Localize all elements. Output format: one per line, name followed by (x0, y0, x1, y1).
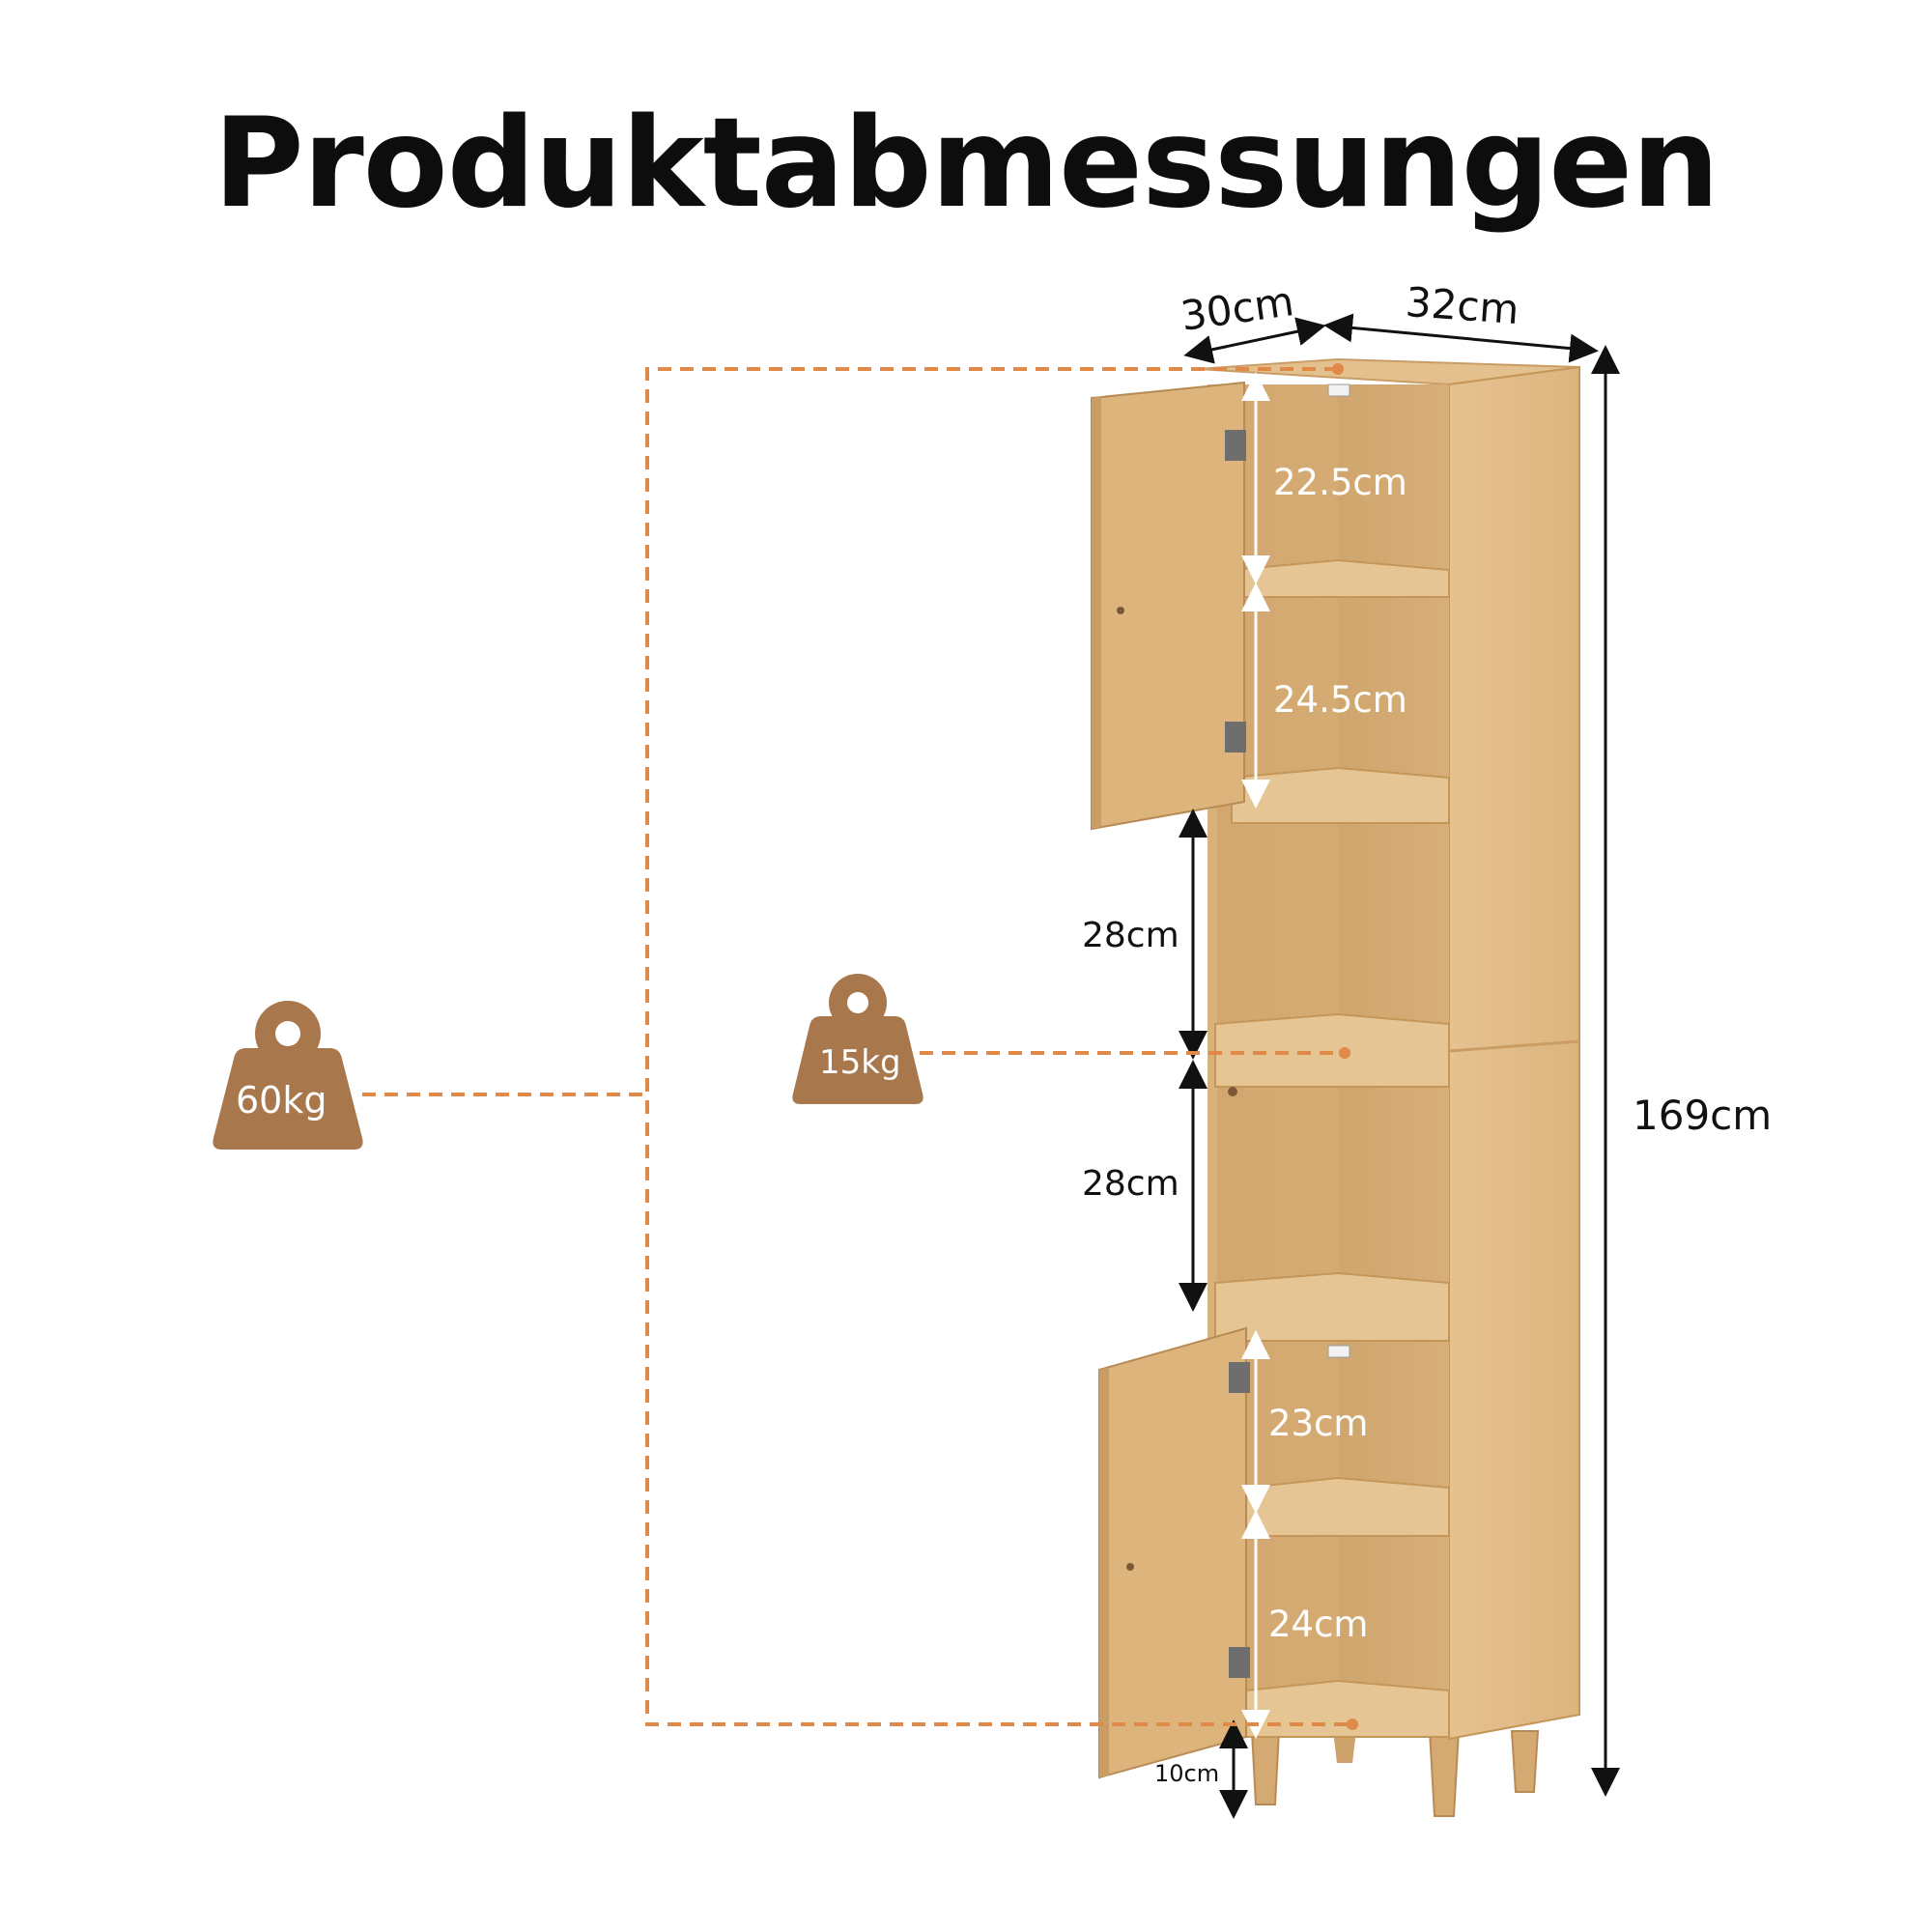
compartment-3-label: 28cm (1082, 916, 1179, 955)
total-load-label: 60kg (236, 1079, 327, 1122)
lower-door (1098, 1326, 1250, 1779)
upper-door (1091, 381, 1246, 831)
weight-icon-60kg (213, 1001, 363, 1150)
height-label: 169cm (1633, 1092, 1773, 1139)
shelf-load-label: 15kg (819, 1043, 901, 1082)
compartment-5-label: 23cm (1268, 1403, 1369, 1444)
compartment-6-label: 24cm (1268, 1604, 1369, 1645)
width-arrow (1183, 317, 1326, 364)
load-dashed-lines (362, 367, 1352, 1726)
compartment-4-label: 28cm (1082, 1164, 1179, 1204)
depth-arrow (1323, 313, 1599, 363)
cabinet-side-panel (1448, 365, 1580, 1741)
compartment-2-label: 24.5cm (1273, 679, 1407, 721)
legs (1250, 1730, 1540, 1817)
weight-icon-15kg (792, 974, 923, 1104)
compartment-1-label: 22.5cm (1273, 462, 1407, 503)
legs-label: 10cm (1154, 1760, 1220, 1787)
depth-label: 32cm (1404, 277, 1521, 334)
page-title: Produktabmessungen (213, 92, 1719, 236)
